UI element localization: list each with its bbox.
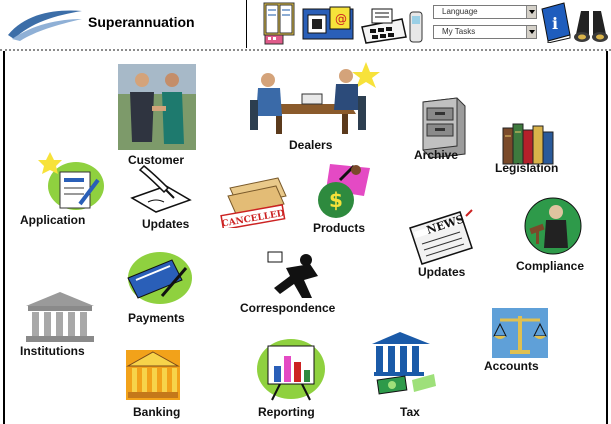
my-tasks-select[interactable]: My Tasks (433, 25, 537, 39)
logo-swoosh (8, 10, 82, 41)
archive-label[interactable]: Archive (414, 148, 459, 162)
customer-updates-label[interactable]: Updates (142, 217, 190, 231)
header-bar: Superannuation @ Language My Tasks (0, 0, 611, 50)
banking-label[interactable]: Banking (133, 405, 181, 419)
bank-building-icon (126, 350, 180, 400)
chevron-down-icon[interactable] (526, 26, 536, 38)
books-icon[interactable] (262, 1, 298, 45)
application-tile[interactable] (36, 150, 106, 214)
building-money-icon (372, 332, 436, 395)
customer-label[interactable]: Customer (128, 153, 185, 167)
frame-border-right (606, 51, 608, 424)
svg-text:$: $ (329, 188, 343, 212)
help-book-icon[interactable]: i (538, 1, 574, 43)
handshake-icon (118, 64, 196, 150)
form-pen-icon (38, 152, 104, 210)
correspondence-label[interactable]: Correspondence (240, 301, 336, 315)
compliance-label[interactable]: Compliance (516, 259, 585, 273)
legislation-tile[interactable] (497, 120, 563, 166)
application-label[interactable]: Application (20, 213, 86, 227)
binoculars-icon[interactable] (571, 3, 611, 43)
bar-chart-easel-icon (257, 339, 325, 401)
products-tile[interactable]: $ (310, 160, 376, 224)
meeting-table-icon (250, 62, 380, 134)
mobile-phone-icon[interactable] (408, 10, 424, 44)
tax-label[interactable]: Tax (400, 405, 420, 419)
institutions-label[interactable]: Institutions (20, 344, 85, 358)
money-flower-icon: $ (318, 164, 370, 218)
payments-label[interactable]: Payments (128, 311, 185, 325)
tasks-select-value: My Tasks (442, 27, 476, 36)
svg-text:@: @ (335, 12, 347, 26)
chevron-down-icon[interactable] (526, 6, 536, 18)
header-rule (0, 49, 611, 51)
cheque-pen-icon (127, 252, 192, 304)
customer-updates-tile[interactable] (126, 160, 196, 214)
app-title: Superannuation (88, 14, 195, 30)
accounts-tile[interactable] (490, 306, 550, 360)
frame-border-left (3, 51, 5, 424)
customer-tile[interactable] (116, 62, 198, 152)
runner-letter-icon (267, 251, 318, 298)
reporting-tile[interactable] (256, 336, 326, 402)
institutions-tile[interactable] (24, 290, 96, 342)
payments-tile[interactable] (122, 248, 194, 306)
filing-cabinet-icon (422, 97, 466, 158)
news-updates-tile[interactable]: NEWS (406, 208, 476, 266)
email-icon[interactable]: @ (302, 3, 354, 41)
tax-tile[interactable] (372, 330, 438, 396)
products-label[interactable]: Products (313, 221, 366, 235)
language-select[interactable]: Language (433, 5, 537, 19)
svg-text:i: i (552, 14, 558, 33)
compliance-tile[interactable] (524, 196, 582, 256)
accounts-label[interactable]: Accounts (484, 359, 539, 373)
newspaper-icon: NEWS (409, 209, 473, 265)
scales-icon (492, 308, 548, 358)
header-divider (246, 0, 247, 48)
banking-tile[interactable] (124, 348, 182, 402)
writing-hand-icon (130, 164, 192, 213)
dealers-label[interactable]: Dealers (289, 138, 333, 152)
cancelled-stamp-icon: CANCELLED (220, 177, 287, 228)
dealers-tile[interactable] (246, 60, 380, 138)
archive-tile[interactable] (415, 96, 469, 158)
fax-icon[interactable] (358, 7, 408, 45)
language-select-value: Language (442, 7, 478, 16)
correspondence-tile[interactable] (266, 250, 326, 302)
news-updates-label[interactable]: Updates (418, 265, 466, 279)
cancelled-cheque-tile[interactable]: CANCELLED (218, 174, 290, 228)
reporting-label[interactable]: Reporting (258, 405, 315, 419)
judge-gavel-icon (524, 197, 582, 255)
law-books-icon (502, 123, 554, 165)
legislation-label[interactable]: Legislation (495, 161, 559, 175)
building-columns-icon (26, 292, 94, 342)
